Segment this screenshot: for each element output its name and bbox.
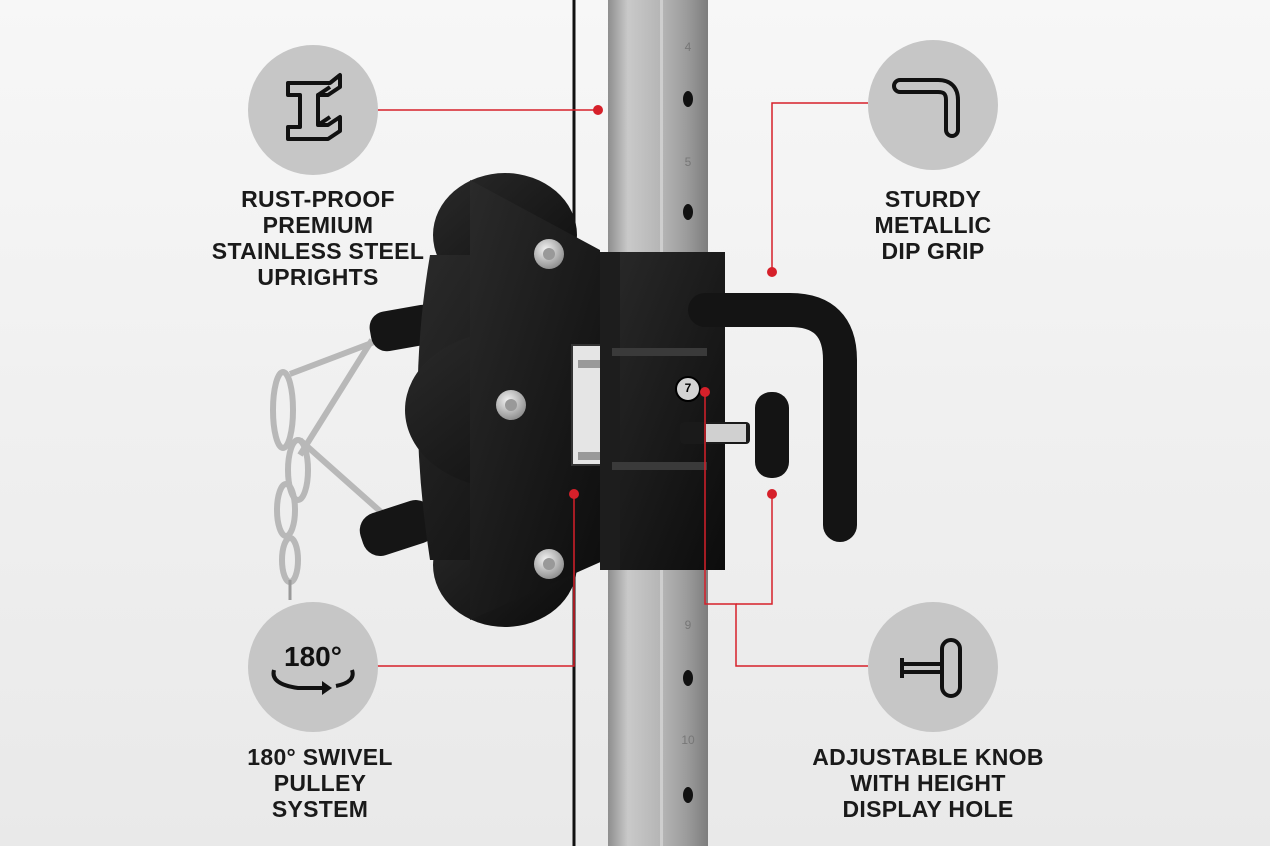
caption-line: 180° SWIVEL [247, 744, 393, 770]
rotate-180-icon: 180° [271, 641, 355, 695]
uprights-caption: RUST-PROOF PREMIUM STAINLESS STEEL UPRIG… [188, 186, 448, 290]
height-display-hole [675, 376, 701, 402]
pulley-caption: 180° SWIVEL PULLEY SYSTEM [190, 744, 450, 822]
dip-grip-caption: STURDY METALLIC DIP GRIP [803, 186, 1063, 264]
pulley-bolts [496, 239, 564, 579]
rotate-180-label: 180° [284, 641, 342, 672]
post-holes [683, 91, 693, 803]
post-number: 9 [684, 618, 692, 632]
adjustable-knob [680, 392, 789, 478]
caption-line: DISPLAY HOLE [842, 796, 1014, 822]
caption-line: PREMIUM [262, 212, 374, 238]
bent-pipe-icon [892, 78, 960, 138]
t-knob-icon [900, 638, 962, 698]
caption-line: RUST-PROOF [241, 186, 395, 212]
pulley-icon-circle: 180° [248, 602, 378, 732]
caption-line: DIP GRIP [881, 238, 985, 264]
post-number: 10 [681, 733, 695, 747]
callout-dots [569, 105, 777, 499]
uprights-icon-circle [248, 45, 378, 175]
caption-line: SYSTEM [271, 796, 369, 822]
dip-grip [688, 293, 857, 542]
post-number: 5 [684, 155, 692, 169]
caption-line: STAINLESS STEEL [211, 238, 425, 264]
post-number: 4 [684, 40, 692, 54]
steel-i-beam-icon [286, 73, 342, 141]
caption-line: METALLIC [874, 212, 992, 238]
knob-caption: ADJUSTABLE KNOB WITH HEIGHT DISPLAY HOLE [798, 744, 1058, 822]
callout-lines [376, 102, 868, 667]
caption-line: ADJUSTABLE KNOB [812, 744, 1044, 770]
display-hole-number: 7 [684, 381, 692, 395]
dip-grip-icon-circle [868, 40, 998, 170]
knob-icon-circle [868, 602, 998, 732]
caption-line: WITH HEIGHT [850, 770, 1006, 796]
caption-line: UPRIGHTS [257, 264, 379, 290]
caption-line: STURDY [884, 186, 982, 212]
caption-line: PULLEY [273, 770, 367, 796]
